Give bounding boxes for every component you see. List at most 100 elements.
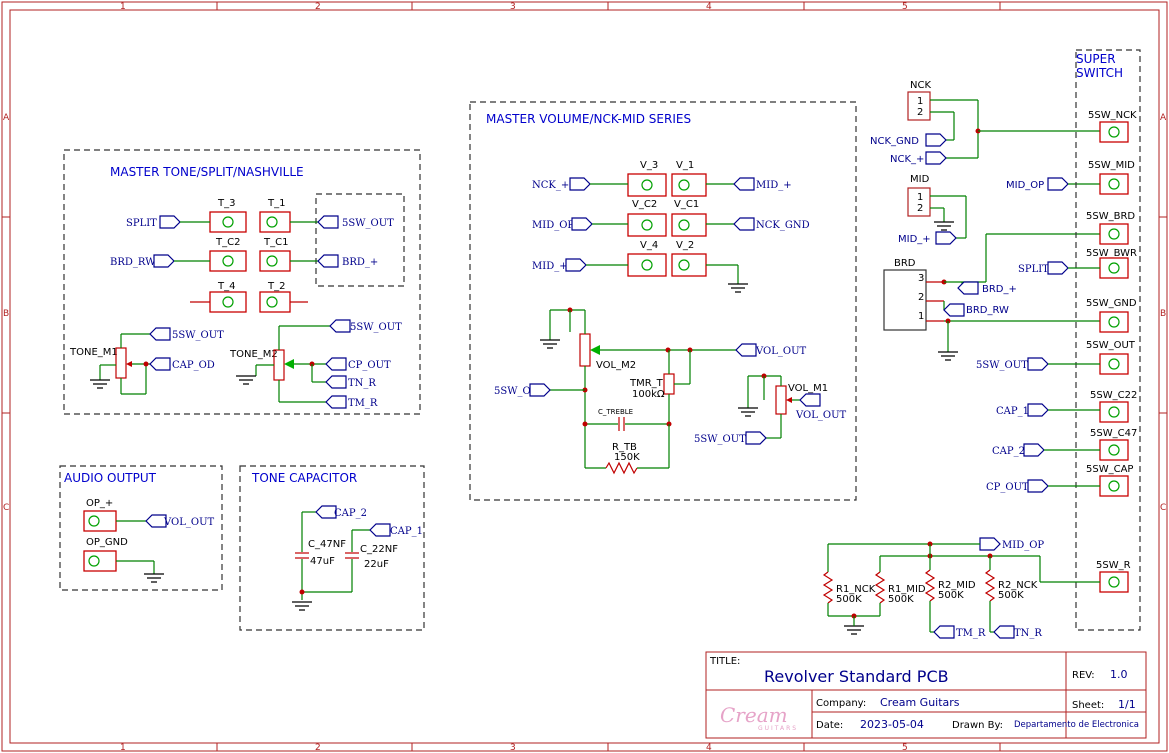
sw-pad-c22-label: 5SW_C22 xyxy=(1090,390,1137,401)
connector-brd: BRD 3 2 1 BRD_+ BRD_RW xyxy=(883,233,1100,361)
super-switch-section: SUPER SWITCH 5SW_NCK 5SW_MID 5SW_BRD 5SW… xyxy=(976,49,1141,631)
connector-brd-pin1: 1 xyxy=(918,311,924,322)
zone-col-2-bottom: 2 xyxy=(315,743,321,753)
pot-tmr-t-label: TMR_T xyxy=(629,378,664,389)
cap-47nf-value: 47uF xyxy=(310,556,335,567)
sw-pad-mid-label: 5SW_MID xyxy=(1088,160,1135,171)
tone-section-title: MASTER TONE/SPLIT/NASHVILLE xyxy=(110,165,304,179)
capacitor-section: TONE CAPACITOR CAP_2 C_47NF 47uF CAP_1 C… xyxy=(239,465,425,631)
res-r2-nck-value: 500K xyxy=(998,590,1024,601)
net-split-sw-label: SPLIT xyxy=(1018,264,1049,275)
zone-col-1: 1 xyxy=(120,2,126,12)
pad-v4-label: V_4 xyxy=(640,240,658,251)
zone-row-a-right: A xyxy=(1160,113,1167,123)
pot-tmr-t xyxy=(663,373,675,395)
net-tm-r-res-label: TM_R xyxy=(956,628,986,639)
resistor-network: MID_OP R1_NCK 500K R1_MID 500K R2_MID 50… xyxy=(822,537,1100,639)
pad-tc2-label: T_C2 xyxy=(215,237,240,248)
connector-nck-label: NCK xyxy=(910,80,931,91)
sw-pad-r xyxy=(1099,571,1129,593)
net-tm-r-label: TM_R xyxy=(348,398,378,409)
pad-tc2 xyxy=(209,250,247,272)
volume-section: MASTER VOLUME/NCK-MID SERIES V_3 V_1 V_C… xyxy=(469,101,857,501)
pad-vc2-label: V_C2 xyxy=(632,199,657,210)
sw-pad-out-label: 5SW_OUT xyxy=(1086,340,1136,351)
net-nck-gnd-label: NCK_GND xyxy=(756,220,810,231)
zone-col-3: 3 xyxy=(510,2,516,12)
pad-tc1 xyxy=(259,250,291,272)
pad-op-plus-label: OP_+ xyxy=(86,498,113,509)
zone-labels: 1 2 3 4 5 1 2 3 4 5 A B C A B C xyxy=(3,2,1167,753)
pad-t2-label: T_2 xyxy=(267,281,285,292)
pad-v2-label: V_2 xyxy=(676,240,694,251)
pad-vc1-label: V_C1 xyxy=(674,199,699,210)
zone-col-5-bottom: 5 xyxy=(902,743,908,753)
connector-nck-pin2: 2 xyxy=(917,107,923,118)
connector-mid-label: MID xyxy=(910,174,930,185)
cap-47nf-label: C_47NF xyxy=(308,539,346,550)
company-label: Company: xyxy=(816,698,866,709)
sw-pad-nck xyxy=(1099,121,1129,143)
sw-pad-bwr-label: 5SW_BWR xyxy=(1086,248,1137,259)
net-brd-plus-conn-label: BRD_+ xyxy=(982,284,1017,295)
net-mid-op-conn-label: MID_OP xyxy=(1006,180,1044,191)
pad-v3 xyxy=(627,173,667,197)
net-mid-op-res-label: MID_OP xyxy=(1002,540,1044,551)
net-5sw-out-m2-label: 5SW_OUT xyxy=(350,322,402,333)
net-5sw-out-vol-label: 5SW_OUT xyxy=(494,386,546,397)
net-5sw-out-sw-label: 5SW_OUT xyxy=(976,360,1028,371)
sw-pad-out xyxy=(1099,353,1129,375)
pad-t3-label: T_3 xyxy=(217,198,235,209)
net-mid-plus-2-label: MID_+ xyxy=(532,261,568,272)
connector-mid: MID 1 2 MID_+ MID_OP xyxy=(898,174,1100,245)
connector-brd-pin2: 2 xyxy=(918,292,924,303)
connector-mid-pin1: 1 xyxy=(917,192,923,203)
zone-row-c: C xyxy=(3,503,9,513)
net-5sw-out-port xyxy=(317,215,339,229)
net-vol-out-m1-label: VOL_OUT xyxy=(795,410,847,421)
sw-pad-brd-label: 5SW_BRD xyxy=(1086,211,1135,222)
net-brd-plus-port xyxy=(317,254,339,268)
company-value: Cream Guitars xyxy=(880,696,960,709)
pad-t1-label: T_1 xyxy=(267,198,285,209)
pot-vol-m1-label: VOL_M1 xyxy=(788,383,828,394)
sw-pad-c47 xyxy=(1099,439,1129,461)
net-5sw-out-m1-label: 5SW_OUT xyxy=(172,330,224,341)
cap-22nf-label: C_22NF xyxy=(360,544,398,555)
net-vol-out-audio-label: VOL_OUT xyxy=(163,517,215,528)
net-cap-od-label: CAP_OD xyxy=(172,360,215,371)
volume-section-title: MASTER VOLUME/NCK-MID SERIES xyxy=(486,112,691,126)
sw-pad-bwr xyxy=(1099,257,1129,279)
pad-vc2 xyxy=(627,213,667,237)
net-split-port xyxy=(159,215,181,229)
sw-pad-gnd-label: 5SW_GND xyxy=(1086,298,1137,309)
net-brd-rw-label: BRD_RW xyxy=(110,257,156,268)
logo-subtext: GUITARS xyxy=(758,725,798,732)
net-mid-plus-conn-label: MID_+ xyxy=(898,234,931,245)
zone-col-4-bottom: 4 xyxy=(706,743,712,753)
net-mid-op-label: MID_OP xyxy=(532,220,574,231)
title-value: Revolver Standard PCB xyxy=(764,667,949,686)
connector-nck-pin1: 1 xyxy=(917,96,923,107)
zone-row-a: A xyxy=(3,113,10,123)
net-cp-out-label: CP_OUT xyxy=(348,360,391,371)
net-cap-1-label: CAP_1 xyxy=(390,526,423,537)
pad-tc1-label: T_C1 xyxy=(263,237,288,248)
connector-mid-pin2: 2 xyxy=(917,203,923,214)
res-r1-mid-label: R1_MID xyxy=(888,584,926,595)
zone-col-5: 5 xyxy=(902,2,908,12)
title-label: TITLE: xyxy=(709,656,740,667)
pad-v1-label: V_1 xyxy=(676,160,694,171)
date-value: 2023-05-04 xyxy=(860,718,924,731)
sheet-value: 1/1 xyxy=(1118,698,1136,711)
net-cap-2-sw-label: CAP_2 xyxy=(992,446,1025,457)
pot-tone-m1-label: TONE_M1 xyxy=(69,347,118,358)
sw-pad-c22 xyxy=(1099,401,1129,423)
net-brd-rw-port xyxy=(153,254,175,268)
net-tn-r-label: TN_R xyxy=(348,378,376,389)
tone-section: MASTER TONE/SPLIT/NASHVILLE T_3 T_1 T_C2… xyxy=(63,149,421,415)
zone-col-3-bottom: 3 xyxy=(510,743,516,753)
sw-pad-cap-label: 5SW_CAP xyxy=(1086,464,1133,475)
res-tb-value: 150K xyxy=(614,452,640,463)
